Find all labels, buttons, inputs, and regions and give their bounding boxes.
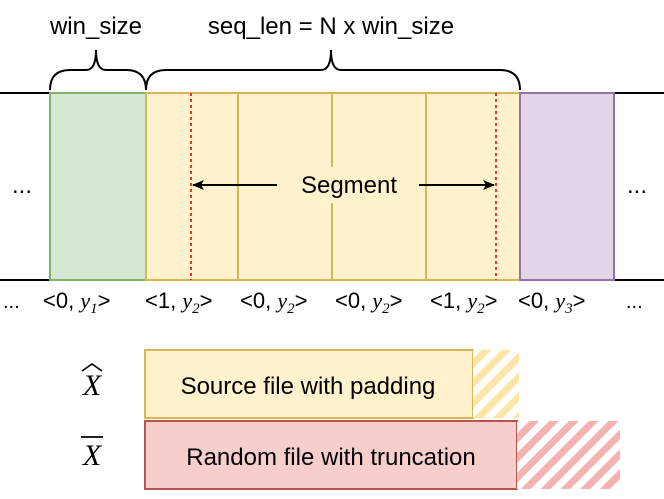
sequence-label-4: <0, y2> xyxy=(335,288,402,317)
svg-text:X: X xyxy=(82,439,103,472)
sequence-label-5: <1, y2> xyxy=(430,288,497,317)
sequence-trailing-ellipsis: ... xyxy=(626,291,643,313)
source-symbol: X xyxy=(81,363,103,402)
sequence-label-3: <0, y2> xyxy=(240,288,307,317)
random-file-bar xyxy=(144,420,518,490)
padding-hatch xyxy=(473,350,519,418)
seq-len-label: seq_len = N x win_size xyxy=(208,13,454,40)
win-size-brace xyxy=(49,49,147,91)
sequence-leading-ellipsis: ... xyxy=(3,291,20,313)
random-symbol: X xyxy=(81,436,103,472)
truncation-hatch xyxy=(517,421,620,489)
strip-left-ellipsis: ... xyxy=(12,172,32,199)
win-size-label: win_size xyxy=(49,13,142,40)
sequence-label-1: <0, y1> xyxy=(43,288,110,317)
sequence-label-2: <1, y2> xyxy=(145,288,212,317)
segment-label: Segment xyxy=(301,172,397,199)
source-file-bar xyxy=(144,349,474,419)
sequence-labels-row: <0, y1> <1, y2> <0, y2> <0, y2> <1, y2> … xyxy=(43,288,585,317)
seq-len-brace xyxy=(145,49,521,91)
svg-text:X: X xyxy=(82,369,103,402)
source-file-label: Source file with padding xyxy=(181,373,436,400)
segment-label-background xyxy=(283,167,413,203)
strip-right-ellipsis: ... xyxy=(627,172,647,199)
window-block-purple xyxy=(519,92,615,281)
window-block-green xyxy=(49,92,147,281)
sequence-label-6: <0, y3> xyxy=(518,288,585,317)
random-file-label: Random file with truncation xyxy=(186,444,475,471)
